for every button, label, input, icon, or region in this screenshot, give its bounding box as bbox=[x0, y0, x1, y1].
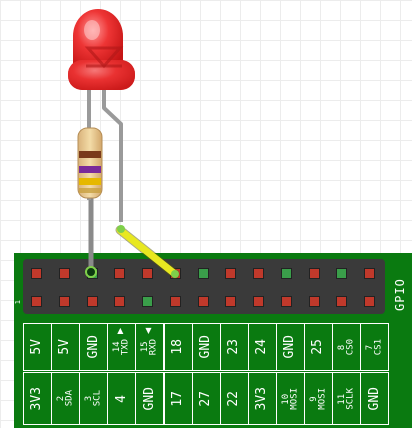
gpio-pin-bottom-2[interactable] bbox=[58, 296, 70, 307]
gpio-pin-top-2[interactable] bbox=[58, 268, 70, 279]
gpio-pin-top-5[interactable] bbox=[142, 268, 153, 279]
wire-connection-dot bbox=[85, 266, 97, 278]
gpio-pin-bottom-9[interactable] bbox=[253, 296, 264, 307]
txd-arrow-icon: ▲ bbox=[117, 326, 124, 335]
resistor[interactable] bbox=[77, 124, 103, 200]
pin-label-top-13: 7 CS1 bbox=[360, 323, 390, 371]
gpio-pin-bottom-10[interactable] bbox=[280, 296, 292, 307]
gpio-pin-top-10[interactable] bbox=[280, 268, 292, 279]
gpio-pin-top-4[interactable] bbox=[114, 268, 126, 279]
gpio-pin-bottom-1[interactable] bbox=[31, 296, 42, 307]
pin-label-bottom-13: GND bbox=[360, 372, 390, 425]
gpio-pin-top-7[interactable] bbox=[197, 268, 209, 279]
led[interactable] bbox=[68, 9, 135, 90]
gpio-pin-bottom-12[interactable] bbox=[336, 296, 348, 307]
gpio-pin-bottom-8[interactable] bbox=[225, 296, 237, 307]
gpio-pin-bottom-6[interactable] bbox=[169, 296, 181, 307]
gpio-pin-top-13[interactable] bbox=[364, 268, 375, 279]
gpio-pin-bottom-3[interactable] bbox=[86, 296, 98, 307]
resistor-band-4 bbox=[79, 188, 101, 193]
rxd-arrow-icon: ▼ bbox=[145, 326, 152, 335]
gpio-pin-top-12[interactable] bbox=[336, 268, 348, 279]
gpio-pin-top-11[interactable] bbox=[308, 268, 320, 279]
gpio-pin-bottom-7[interactable] bbox=[197, 296, 209, 307]
yellow-wire[interactable] bbox=[115, 225, 180, 279]
resistor-band-3 bbox=[79, 178, 101, 185]
gpio-pin-bottom-4[interactable] bbox=[114, 296, 126, 307]
gpio-pin-bottom-13[interactable] bbox=[364, 296, 375, 307]
resistor-band-2 bbox=[79, 166, 101, 173]
led-leg-anode[interactable] bbox=[102, 88, 123, 222]
gpio-pin-top-8[interactable] bbox=[225, 268, 237, 279]
gpio-pin-bottom-11[interactable] bbox=[308, 296, 320, 307]
gpio-pin-bottom-5[interactable] bbox=[142, 296, 153, 307]
resistor-band-1 bbox=[79, 151, 101, 158]
gpio-pin-top-9[interactable] bbox=[253, 268, 264, 279]
gpio-pin-top-1[interactable] bbox=[31, 268, 42, 279]
